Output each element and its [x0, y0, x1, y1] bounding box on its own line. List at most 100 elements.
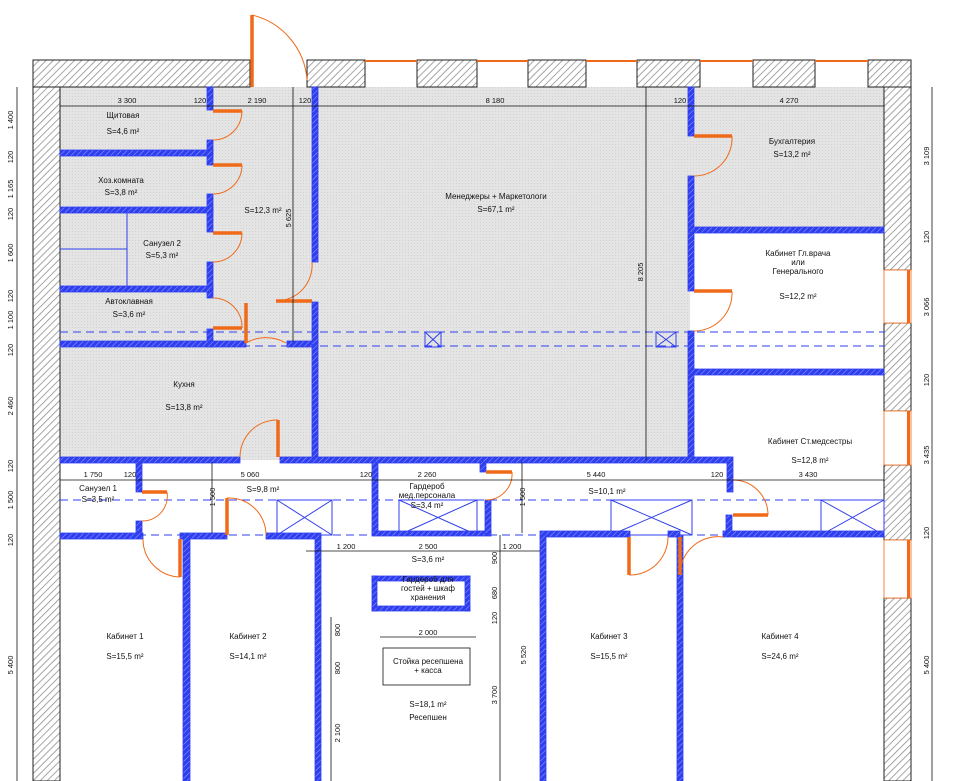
room-area: S=10,1 m² [588, 487, 625, 496]
room-area: S=9,8 m² [247, 485, 280, 494]
dimension-label: 1 200 [503, 542, 522, 551]
wall [464, 575, 471, 612]
exterior-wall [636, 59, 701, 88]
shaft [610, 499, 693, 536]
dimension-label: 2 500 [419, 542, 438, 551]
shaft-cross [276, 499, 333, 536]
dimension-label: 120 [674, 96, 687, 105]
floor-fill [60, 87, 884, 460]
room-area: S=12,8 m² [791, 456, 828, 465]
wall [687, 86, 695, 137]
room-name: Щитовая [107, 111, 140, 120]
exterior-wall [883, 86, 912, 271]
room-name: Кабинет Ст.медсестры [768, 437, 852, 446]
exterior-wall [883, 464, 912, 541]
dimension-label: 120 [6, 290, 15, 303]
room-name: Менеджеры + Маркетологи [445, 192, 547, 201]
door-swing-arc [245, 337, 287, 344]
exterior-wall [883, 597, 912, 781]
room-name: Бухгалтерия [769, 137, 815, 146]
shaft-cross [655, 331, 677, 348]
exterior-wall [416, 59, 478, 88]
dimension-label: 120 [711, 470, 724, 479]
dimension-label: 5 520 [519, 646, 528, 665]
room-name: Санузел 1 [79, 484, 117, 493]
room-area: S=4,6 m² [107, 127, 140, 136]
exterior-wall [752, 59, 816, 88]
dimension-label: 2 100 [333, 724, 342, 743]
window [815, 60, 868, 62]
wall [667, 530, 681, 538]
door-swing-arc [628, 536, 669, 576]
wall [179, 532, 228, 540]
door-swing-arc [485, 471, 513, 501]
room-area: S=13,8 m² [165, 403, 202, 412]
wall [206, 261, 214, 299]
wall [726, 456, 734, 493]
wall [265, 532, 322, 540]
interior-walls [59, 86, 885, 781]
wall [687, 330, 695, 463]
dimension-lines [16, 87, 933, 781]
dimension-label: 1 750 [84, 470, 103, 479]
dimension-label: 2 460 [6, 397, 15, 416]
door-swing-arc [226, 497, 267, 536]
shaft [655, 331, 677, 348]
door-swing-arc [142, 538, 181, 578]
wall [371, 605, 471, 612]
wall [59, 456, 241, 464]
wall [539, 530, 631, 538]
exterior-wall [867, 59, 912, 88]
exterior-wall [32, 59, 61, 781]
dimension-label: 3 430 [799, 470, 818, 479]
dimension-label: 1 165 [6, 180, 15, 199]
dimension-label: 5 400 [922, 656, 931, 675]
dimension-label: 3 435 [922, 446, 931, 465]
wall [484, 499, 492, 536]
door-swing-arc [212, 164, 243, 195]
door-swing-arc [212, 232, 243, 263]
wall [371, 530, 492, 537]
wall [689, 226, 885, 234]
window [883, 269, 912, 324]
wall [206, 86, 214, 111]
dimension-label: 5 060 [241, 470, 260, 479]
door-swing-arc [693, 290, 733, 332]
dimension-label: 5 440 [587, 470, 606, 479]
window-glass [907, 540, 910, 598]
wall [311, 86, 319, 263]
window [477, 60, 528, 62]
window [700, 60, 753, 62]
room-area: S=13,2 m² [773, 150, 810, 159]
room-name: Санузел 2 [143, 239, 181, 248]
dimension-label: 2 260 [418, 470, 437, 479]
wall [59, 340, 247, 348]
dimension-label: 3 300 [118, 96, 137, 105]
dimension-label: 120 [922, 527, 931, 540]
exterior-wall [306, 59, 366, 88]
wall [539, 534, 547, 781]
room-area: S=3,6 m² [412, 555, 445, 564]
dimension-label: 1 500 [6, 491, 15, 510]
room-name: Кабинет 4 [761, 632, 799, 641]
shaft [424, 331, 442, 348]
room-name: Кабинет 1 [106, 632, 144, 641]
wall [59, 532, 144, 540]
room-name: Автоклавная [105, 297, 153, 306]
room-name: Гардероб [409, 482, 445, 491]
dimension-label: 120 [490, 612, 499, 625]
exterior-walls [32, 59, 912, 781]
dimension-label: 120 [6, 344, 15, 357]
wall [725, 514, 733, 536]
windows [365, 60, 912, 599]
shaft-cross [424, 331, 442, 348]
dimension-label: 1 600 [6, 244, 15, 263]
exterior-wall [527, 59, 587, 88]
room-name: Стойка ресепшена [393, 657, 464, 666]
room-name: Гардероб для [402, 575, 453, 584]
wall [722, 530, 885, 538]
dimension-label: 1 100 [6, 311, 15, 330]
dimension-label: 8 205 [636, 263, 645, 282]
room-area: S=3,6 m² [113, 310, 146, 319]
dimension-label: 120 [6, 208, 15, 221]
